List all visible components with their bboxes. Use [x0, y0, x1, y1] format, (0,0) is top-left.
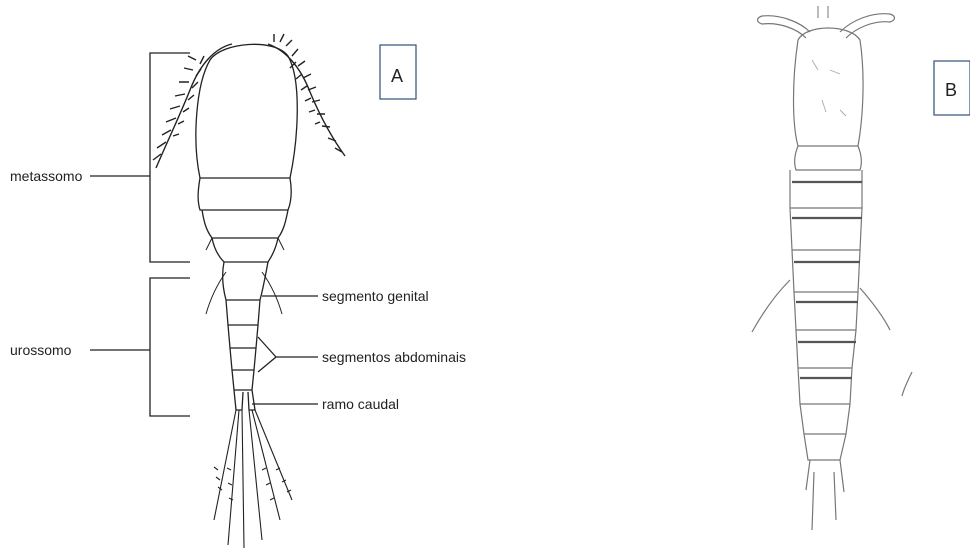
caudal-rami-b	[806, 460, 844, 530]
panel-a	[90, 34, 345, 548]
label-segmentos-abdominais: segmentos abdominais	[322, 349, 466, 365]
thoracic-segment-3	[212, 238, 278, 262]
abdominal-segment-3	[230, 348, 256, 370]
panel-a-tag: A	[391, 66, 403, 86]
label-segmento-genital: segmento genital	[322, 288, 429, 304]
leader-segmentos-abdominais	[258, 337, 318, 372]
panel-b-tag: B	[945, 80, 957, 100]
panel-b	[752, 6, 912, 530]
antenna-left	[153, 44, 232, 168]
label-metassomo: metassomo	[10, 168, 83, 184]
body-segments-b	[790, 146, 862, 460]
abdominal-segment-4	[232, 370, 254, 390]
thoracic-segment-1	[198, 178, 291, 210]
caudal-ramus	[234, 390, 255, 410]
abdominal-segment-1	[226, 300, 260, 325]
caudal-setae	[214, 410, 292, 548]
head-b	[794, 28, 864, 146]
label-ramo-caudal: ramo caudal	[322, 396, 399, 412]
abdominal-segment-2	[228, 325, 258, 348]
thoracic-segment-2	[202, 210, 288, 238]
antenna-right	[268, 34, 345, 156]
bracket-urossomo	[150, 278, 190, 416]
antenna-right-b	[840, 14, 895, 38]
genital-segment	[223, 262, 268, 300]
cephalothorax	[196, 44, 297, 178]
label-urossomo: urossomo	[10, 342, 72, 358]
panel-a-tag-box: A	[380, 45, 416, 99]
panel-b-tag-box: B	[934, 61, 970, 115]
